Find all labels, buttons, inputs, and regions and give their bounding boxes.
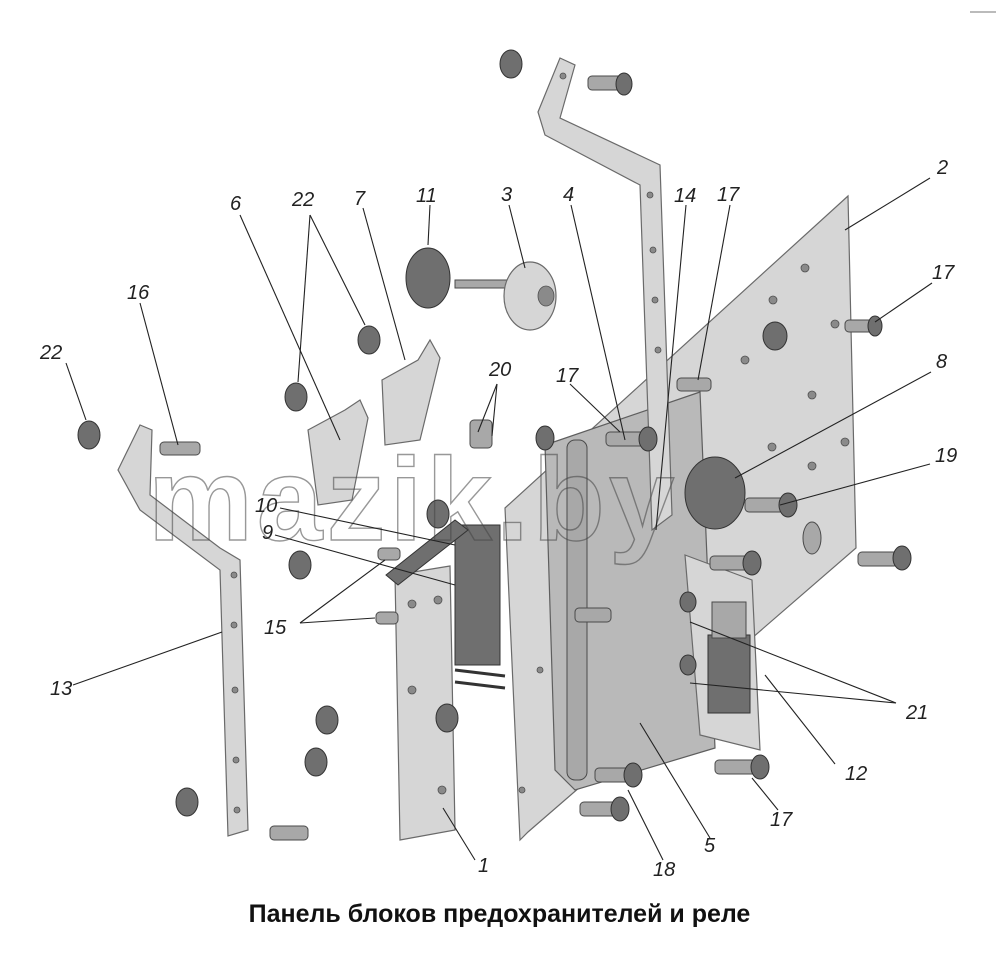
- knob-3: [503, 261, 557, 331]
- callout-17-mid: 17: [556, 365, 579, 387]
- callout-17-right: 17: [932, 262, 955, 284]
- leader-lines: [65, 177, 933, 861]
- callout-4: 4: [563, 184, 574, 206]
- callout-5: 5: [704, 835, 716, 857]
- callout-18: 18: [653, 859, 675, 881]
- callout-21: 21: [905, 702, 928, 724]
- relay-8: [684, 456, 746, 530]
- callout-13: 13: [50, 678, 72, 700]
- callout-7: 7: [354, 188, 366, 210]
- callout-9: 9: [262, 522, 273, 544]
- parts-drawing: [77, 49, 912, 842]
- fuse-array: [385, 519, 506, 690]
- callout-22-top: 22: [291, 189, 314, 211]
- top-bracket: [537, 57, 673, 532]
- callout-1: 1: [478, 855, 489, 877]
- callout-20: 20: [488, 359, 511, 381]
- clamp-plate-7: [381, 338, 441, 446]
- callout-2: 2: [936, 157, 948, 179]
- clamp-plate-6: [307, 399, 369, 506]
- left-bracket: [117, 424, 249, 837]
- fuse-block-holes: [407, 595, 447, 795]
- callout-15: 15: [264, 617, 287, 639]
- callout-17-bottom: 17: [770, 809, 793, 831]
- fuse-block-plate: [394, 565, 456, 841]
- knob-11: [405, 247, 451, 309]
- nuts-and-bolts: [77, 49, 912, 841]
- callout-6: 6: [230, 193, 242, 215]
- callout-17-top: 17: [717, 184, 740, 206]
- callout-12: 12: [845, 763, 867, 785]
- callout-16: 16: [127, 282, 150, 304]
- callout-3: 3: [501, 184, 512, 206]
- callout-8: 8: [936, 351, 947, 373]
- main-panel-holes: [518, 263, 850, 794]
- callout-10: 10: [255, 495, 277, 517]
- callout-labels: 1 2 3 4 5 6 7 8 9 10 11 12 13 14 15 16 1…: [39, 157, 957, 881]
- diagram-caption: Панель блоков предохранителей и реле: [248, 900, 751, 928]
- callout-22-left: 22: [39, 342, 62, 364]
- callout-19: 19: [935, 445, 957, 467]
- callout-14: 14: [674, 185, 696, 207]
- callout-11: 11: [416, 185, 437, 207]
- watermark: mazik.by: [148, 434, 678, 566]
